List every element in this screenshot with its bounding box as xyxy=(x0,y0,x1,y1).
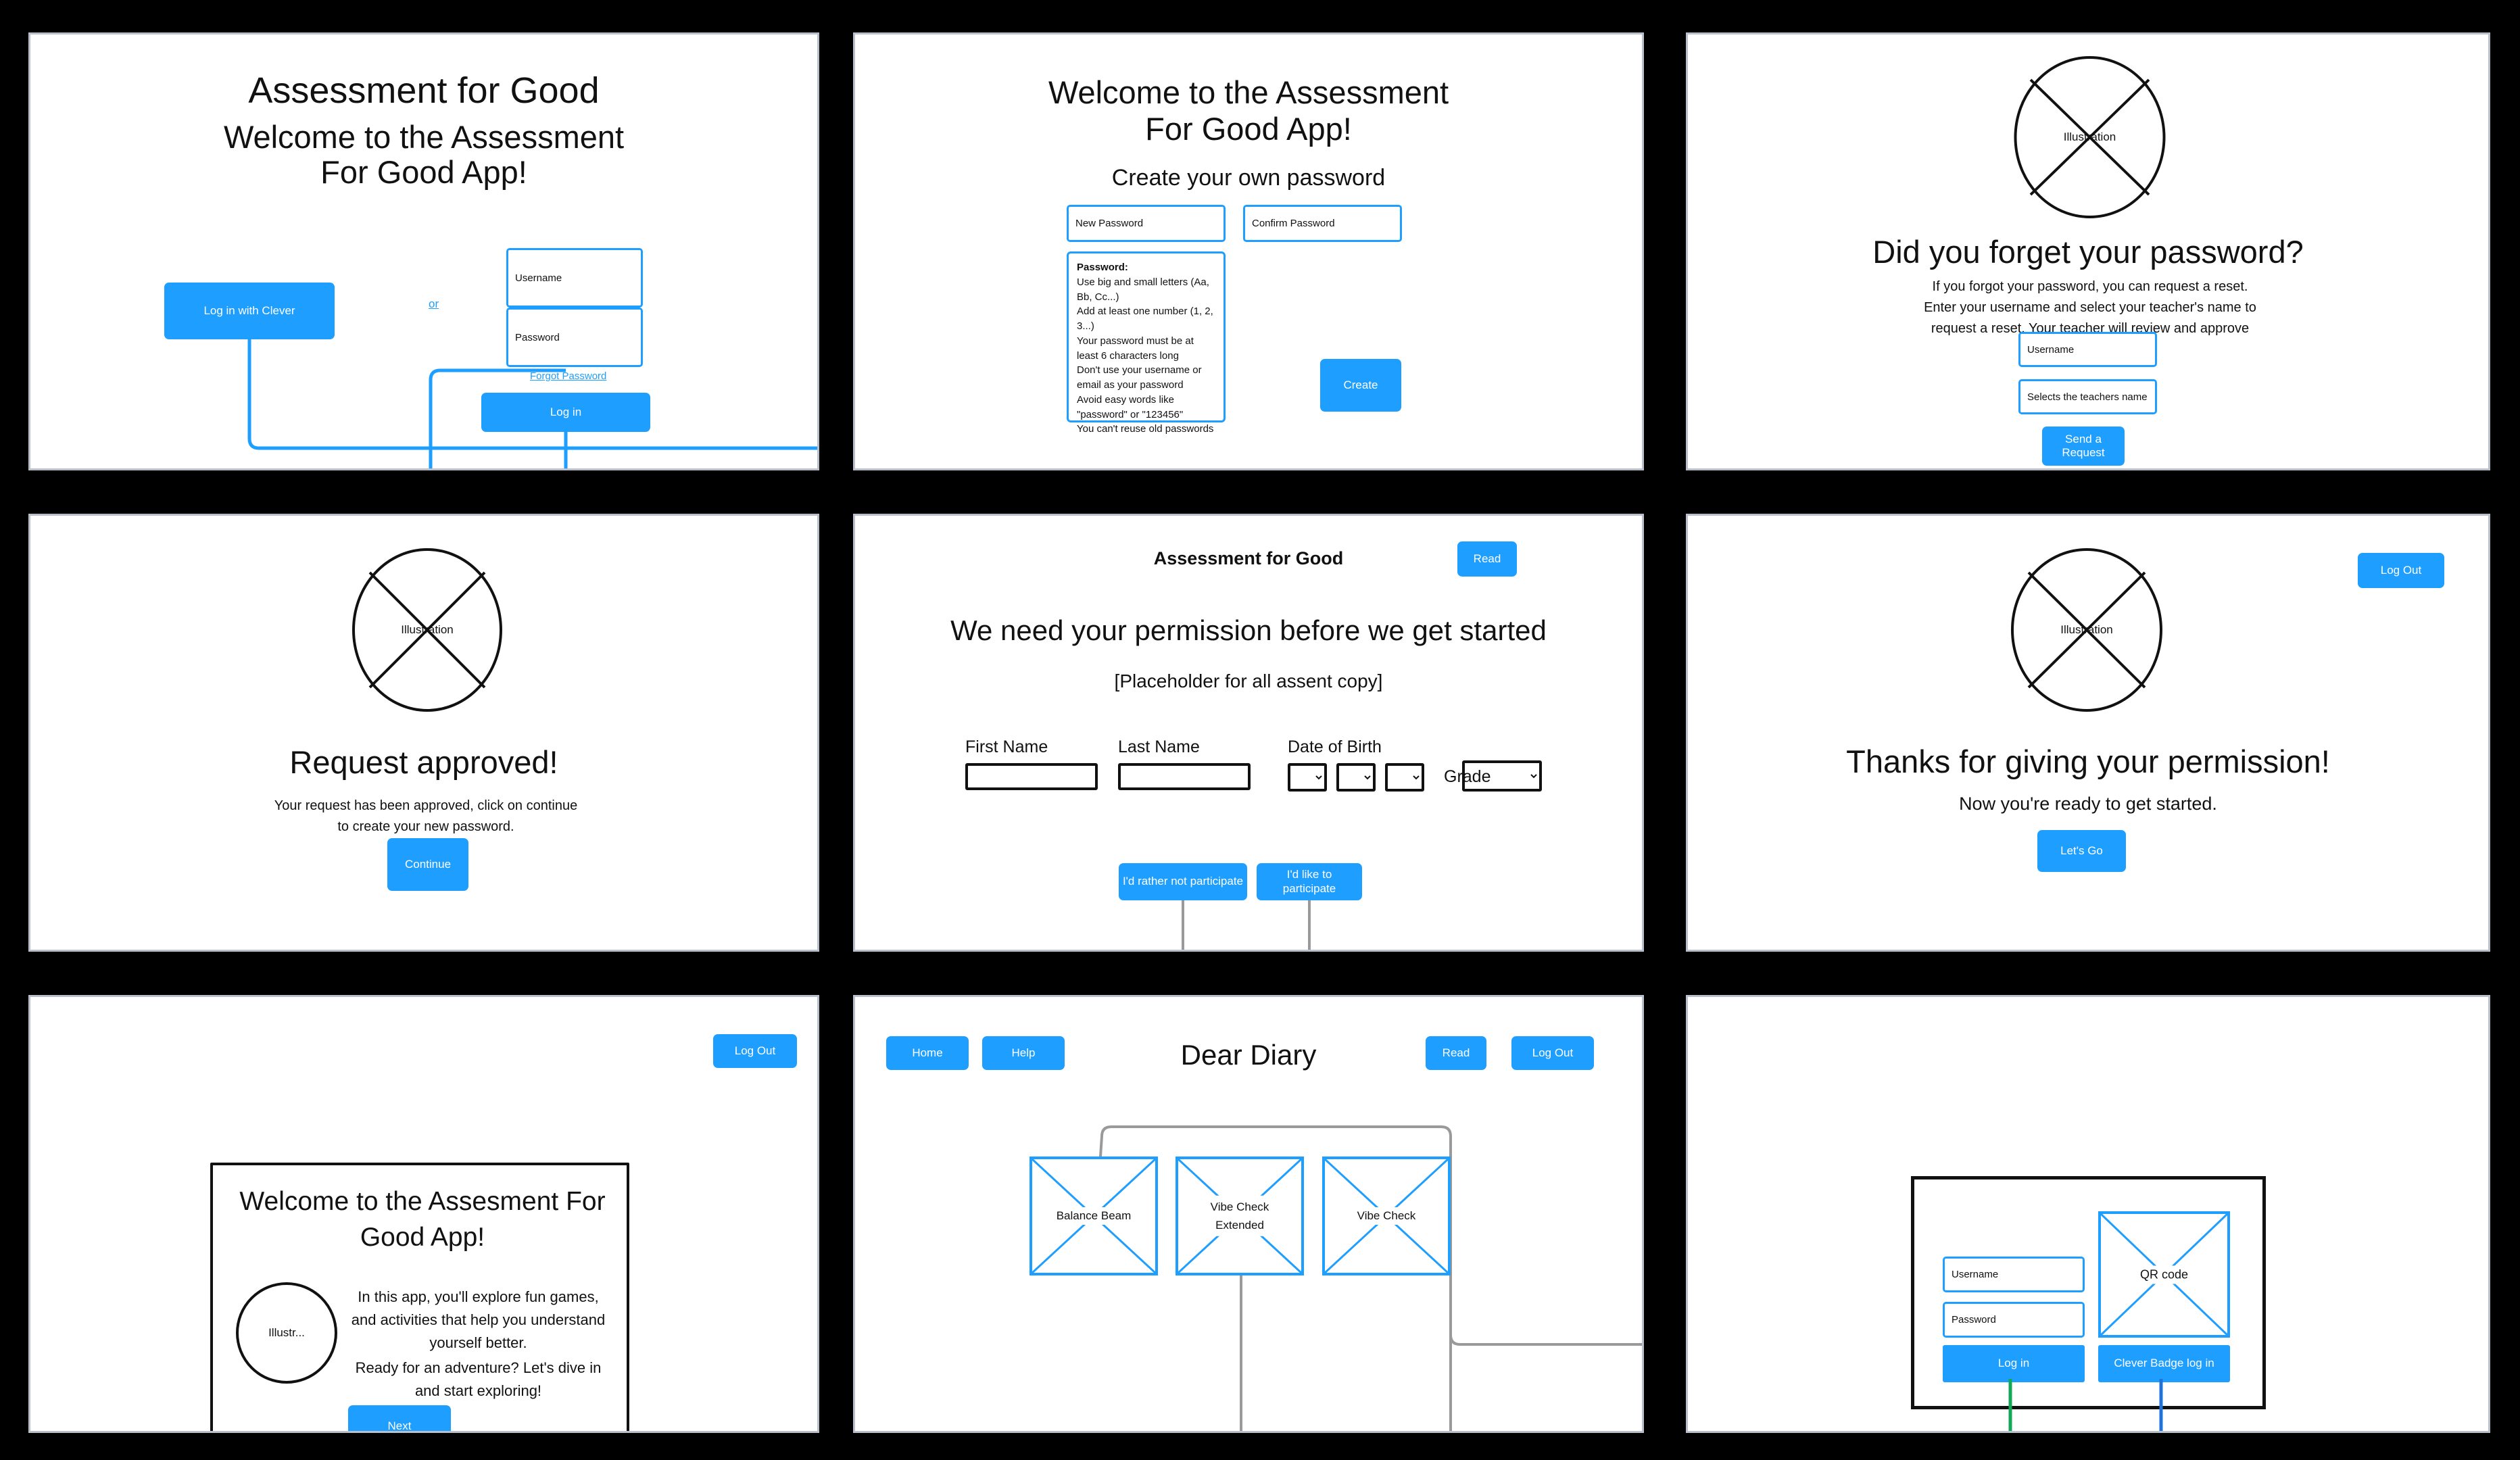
activity-card-title: Balance Beam xyxy=(1032,1207,1155,1225)
next-button[interactable]: Next xyxy=(348,1405,451,1431)
illustration-caption-short: Illustr... xyxy=(268,1326,305,1339)
assent-logout-button[interactable]: Log Out xyxy=(2358,553,2444,588)
activity-card[interactable]: Balance Beam xyxy=(1029,1157,1158,1275)
illustration-caption: Illustration xyxy=(2063,130,2116,143)
assent-placeholder-copy: [Placeholder for all assent copy] xyxy=(1114,671,1383,691)
request-approved-heading: Request approved! xyxy=(289,744,558,780)
password-rule: Avoid easy words like "password" or "123… xyxy=(1077,393,1184,420)
learners-login-title: Assessment for Good xyxy=(248,70,600,111)
password-input[interactable]: Password xyxy=(506,308,643,367)
dear-diary-read-button[interactable]: Read xyxy=(1426,1036,1486,1070)
frame-electronic-assent: Electronic Assent Assessment for Good Re… xyxy=(853,514,1644,952)
continue-button[interactable]: Continue xyxy=(387,838,468,891)
or-separator-link[interactable]: or xyxy=(429,297,439,310)
first-name-label: First Name xyxy=(965,737,1048,756)
reset-username-input[interactable]: Username xyxy=(2018,332,2157,367)
forgot-password-link[interactable]: Forgot Password xyxy=(530,370,607,382)
first-name-input[interactable] xyxy=(965,763,1098,790)
password-creation-subtitle: Create your own password xyxy=(1111,165,1386,191)
illustration-caption: Illustration xyxy=(2060,623,2113,636)
clever-badge-login-button[interactable]: Clever Badge log in xyxy=(2098,1345,2230,1382)
frame-request-approved: Request approved Illustration Request ap… xyxy=(28,514,819,952)
decline-participate-button[interactable]: I'd rather not participate xyxy=(1119,863,1247,900)
illustration-placeholder: Illustration xyxy=(2011,548,2162,712)
qr-code-caption: QR code xyxy=(2101,1265,2227,1284)
dear-diary-logout-button[interactable]: Log Out xyxy=(1511,1036,1594,1070)
password-rule: Add at least one number (1, 2, 3...) xyxy=(1077,306,1213,332)
grade-label: Grade xyxy=(1444,767,1491,786)
frame-dear-diary-homepage: Dear Diary Homepage Home Help Dear Diary… xyxy=(853,995,1644,1433)
password-rule: Your password must be at least 6 charact… xyxy=(1077,335,1194,362)
assent-given-body: Now you're ready to get started. xyxy=(1959,794,2217,814)
activity-card[interactable]: Vibe Check Extended xyxy=(1176,1157,1304,1275)
welcome-card-heading: Welcome to the Assesment For Good App! xyxy=(239,1187,606,1252)
new-password-input[interactable]: New Password xyxy=(1067,205,1226,242)
learners-login-heading-line1: Welcome to the Assessment xyxy=(223,119,625,155)
welcome-card: Welcome to the Assesment For Good App! I… xyxy=(210,1163,629,1431)
welcome-logout-button[interactable]: Log Out xyxy=(713,1034,797,1068)
last-name-label: Last Name xyxy=(1118,737,1200,756)
grade-select[interactable] xyxy=(1462,760,1542,792)
assent-heading: We need your permission before we get st… xyxy=(950,614,1547,646)
password-rules-box: Password: Use big and small letters (Aa,… xyxy=(1067,251,1226,435)
login-with-clever-button[interactable]: Log in with Clever xyxy=(164,283,335,339)
frame-welcome-screen: Welcome Screen Log Out Welcome to the As… xyxy=(28,995,819,1433)
password-rule: Don't use your username or email as your… xyxy=(1077,364,1202,391)
reset-password-heading: Did you forget your password? xyxy=(1872,234,2304,270)
home-button[interactable]: Home xyxy=(886,1036,969,1070)
password-rules-title: Password: xyxy=(1077,262,1128,273)
activity-card[interactable]: Vibe Check xyxy=(1322,1157,1451,1275)
illustration-caption: Illustration xyxy=(401,623,454,636)
activity-card-title: Vibe Check xyxy=(1325,1207,1448,1225)
welcome-card-body-line2: Ready for an adventure? Let's dive in an… xyxy=(355,1359,602,1400)
send-request-button[interactable]: Send a Request xyxy=(2042,427,2125,466)
password-rule: Use big and small letters (Aa, Bb, Cc...… xyxy=(1077,276,1209,303)
password-creation-heading-line1: Welcome to the Assessment xyxy=(1048,74,1449,110)
password-rule: You can't reuse old passwords xyxy=(1077,423,1214,435)
dob-day-select[interactable] xyxy=(1336,763,1376,792)
dear-diary-title: Dear Diary xyxy=(1180,1039,1317,1071)
help-button[interactable]: Help xyxy=(982,1036,1065,1070)
lets-go-button[interactable]: Let's Go xyxy=(2037,830,2126,872)
clever-password-input[interactable]: Password xyxy=(1943,1302,2085,1338)
illustration-placeholder: Illustration xyxy=(352,548,502,712)
read-button[interactable]: Read xyxy=(1457,541,1517,577)
activity-card-subtitle: Extended xyxy=(1215,1219,1264,1232)
qr-code-placeholder[interactable]: QR code xyxy=(2098,1211,2230,1338)
confirm-password-input[interactable]: Confirm Password xyxy=(1243,205,1402,242)
accept-participate-button[interactable]: I'd like to participate xyxy=(1257,863,1362,900)
illustration-placeholder: Illustration xyxy=(2014,56,2166,218)
connector-assent-buttons xyxy=(855,516,1642,950)
date-of-birth-label: Date of Birth xyxy=(1288,737,1382,756)
clever-login-button[interactable]: Log in xyxy=(1943,1345,2085,1382)
dob-month-select[interactable] xyxy=(1288,763,1327,792)
frame-assent-given: Assent Given Log Out Illustration Thanks… xyxy=(1686,514,2490,952)
username-input[interactable]: Username xyxy=(506,248,643,308)
request-approved-body: Your request has been approved, click on… xyxy=(274,798,578,834)
assent-brand-title: Assessment for Good xyxy=(1153,548,1344,568)
password-creation-heading-line2: For Good App! xyxy=(1145,111,1352,147)
login-button[interactable]: Log in xyxy=(481,393,650,432)
learners-login-heading-line2: For Good App! xyxy=(320,154,527,190)
clever-username-input[interactable]: Username xyxy=(1943,1257,2085,1292)
frame-reset-password: Reset Password Illustration Did you forg… xyxy=(1686,32,2490,470)
clever-login-card: Username Password QR code Log in Clever … xyxy=(1911,1176,2266,1409)
activity-card-title: Vibe Check xyxy=(1210,1200,1269,1213)
create-password-button[interactable]: Create xyxy=(1320,359,1401,412)
assent-given-heading: Thanks for giving your permission! xyxy=(1846,744,2330,779)
illustration-placeholder: Illustr... xyxy=(236,1282,337,1384)
last-name-input[interactable] xyxy=(1118,763,1251,790)
welcome-card-body-line1: In this app, you'll explore fun games, a… xyxy=(351,1288,606,1352)
frame-password-creation: Password creation Welcome to the Assessm… xyxy=(853,32,1644,470)
dob-year-select[interactable] xyxy=(1385,763,1424,792)
teacher-select-input[interactable]: Selects the teachers name xyxy=(2018,379,2157,414)
